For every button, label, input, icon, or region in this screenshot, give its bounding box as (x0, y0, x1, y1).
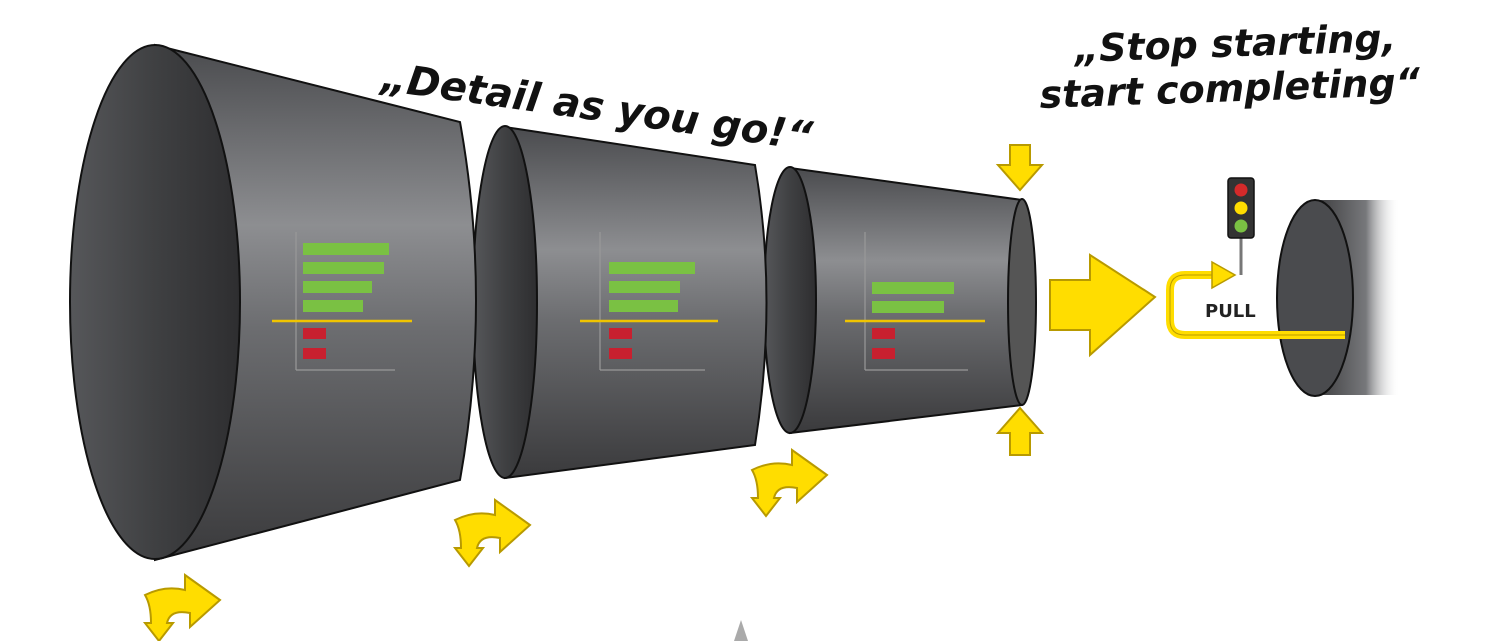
bar-chart-stage-3 (845, 232, 985, 371)
pull-label: PULL (1205, 301, 1256, 322)
pull-signal-path (1166, 260, 1345, 339)
red-bar (872, 328, 895, 339)
downstream-pipe (1276, 199, 1400, 397)
traffic-light-icon (1227, 177, 1255, 275)
funnel-stage-3 (763, 166, 1037, 435)
green-bar (609, 300, 678, 312)
green-bar (303, 262, 384, 274)
green-bar (303, 243, 389, 255)
funnel-stage-1 (69, 43, 477, 562)
red-bar (609, 328, 632, 339)
curved-arrow-icon (749, 448, 829, 518)
curved-arrow-icon (142, 573, 222, 641)
green-bar (609, 262, 695, 274)
up-arrow-icon (995, 406, 1045, 456)
traffic-light-yellow (1234, 201, 1248, 215)
traffic-light-red (1234, 183, 1248, 197)
green-bar (872, 301, 944, 313)
green-bar (303, 300, 363, 312)
green-bar (872, 282, 954, 294)
curved-arrow-icon (452, 498, 532, 568)
red-bar (303, 348, 326, 359)
red-bar (609, 348, 632, 359)
right-arrow-icon (1049, 253, 1157, 358)
pull-arrowhead-icon (1211, 260, 1237, 290)
down-arrow-icon (995, 144, 1045, 192)
bar-chart-stage-2 (580, 232, 718, 371)
green-bar (609, 281, 680, 293)
red-bar (303, 328, 326, 339)
green-bar (303, 281, 372, 293)
bottom-pointer (734, 620, 748, 641)
red-bar (872, 348, 895, 359)
traffic-light-green (1234, 219, 1248, 233)
bar-chart-stage-1 (272, 232, 412, 371)
